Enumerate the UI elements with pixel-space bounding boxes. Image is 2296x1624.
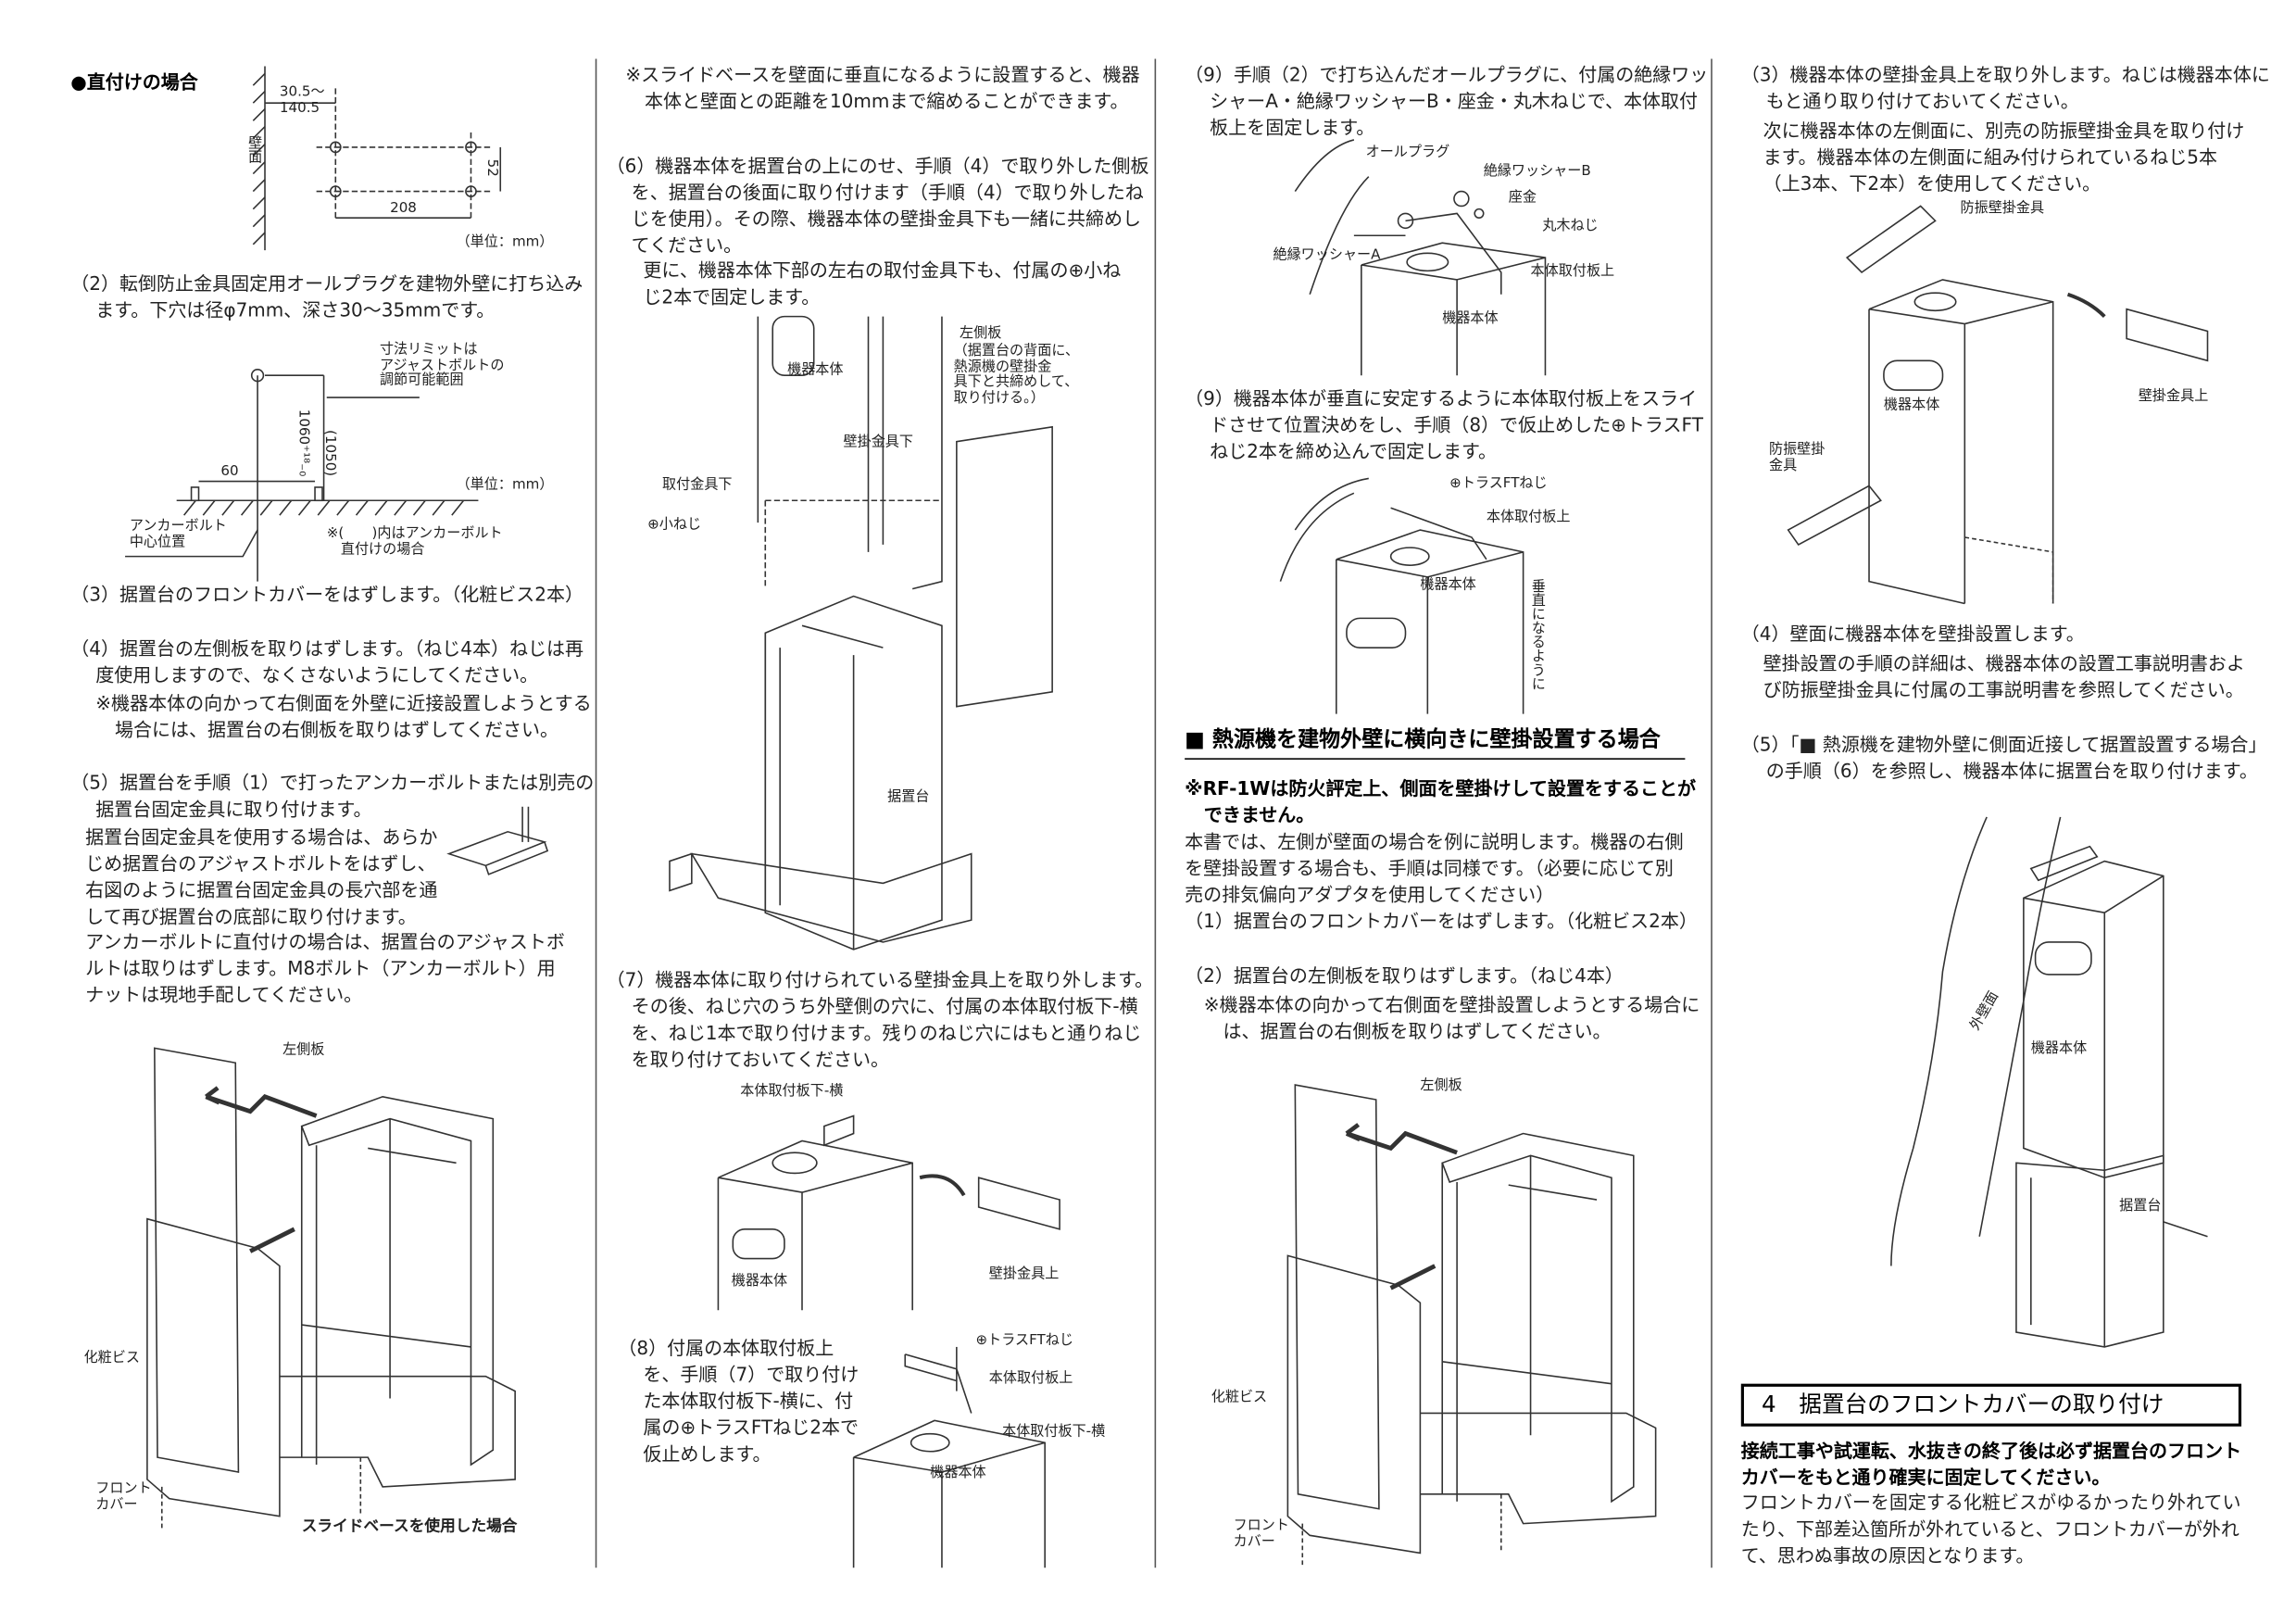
dim-offset-label: 30.5～ 140.5 [279,83,325,116]
front-cover-label: フロント カバー [95,1480,152,1513]
step-1: （1）据置台のフロントカバーをはずします。（化粧ビス2本） [1185,910,1698,932]
plate-temp-fix-diagram [852,1346,1046,1568]
left-panel-label: 左側板 [960,325,1002,342]
step-5: （5）据置台を手順（1）で打ったアンカーボルトまたは別売の据置台固定金具に取り付… [70,771,595,821]
plate-final-fix-diagram [1279,477,1524,714]
stand-fixing-bracket [446,806,549,875]
step-9b: （9）機器本体が垂直に安定するように本体取付板上をスライドさせて位置決めをし、手… [1185,386,1703,462]
unit-label-5: 機器本体 [2030,1040,2088,1057]
washer-label: 座金 [1508,189,1537,207]
step-5-para-1: 据置台固定金具を使用する場合は、あらかじめ据置台のアジャストボルトをはずし、右図… [85,825,438,928]
anchor-bolt-diagram [125,369,479,582]
slide-base-caption: スライドベースを使用した場合 [301,1517,518,1536]
wood-screw-label: 丸木ねじ [1542,218,1599,234]
plate-upper-label-9b: 本体取付板上 [1486,509,1571,526]
washer-b-label: 絶縁ワッシャーB [1483,163,1591,180]
wall-bracket-upper-label: 壁掛金具上 [2138,388,2209,405]
vib-bracket-label: 防振壁掛金具 [1960,200,2045,217]
unit-label-2: （単位：mm） [456,476,554,494]
unit-label-9b: 機器本体 [1420,576,1476,594]
screw-label: 化粧ビス [1211,1390,1268,1406]
dim-width-label: 208 [390,200,417,217]
step-6-para: 更に、機器本体下部の左右の取付金具下も、付属の⊕小ねじ2本で固定します。 [643,258,1122,308]
wall-bracket-lower-label: 壁掛金具下 [843,434,913,451]
stand-slide-base-diagram [146,1047,516,1531]
mount-bracket-lower-label: 取付金具下 [662,476,733,494]
vertical-note: 垂直になるように [1528,578,1545,691]
step-8: （8）付属の本体取付板上を、手順（7）で取り付けた本体取付板下-横に、付属の⊕ト… [618,1336,859,1466]
unit-label: 機器本体 [787,361,844,379]
small-screw-label: ⊕小ねじ [647,516,702,534]
slide-base-note: ※スライドベースを壁面に垂直になるように設置すると、機器本体と壁面との距離を10… [625,63,1140,112]
unit-label: （単位：mm） [456,233,554,251]
section-heading-side-wall: ■ 熱源機を建物外壁に横向きに壁掛設置する場合 [1185,727,1686,760]
step-3: （3）据置台のフロントカバーをはずします。（化粧ビス2本） [70,583,584,606]
step-2: （2）転倒防止金具固定用オールプラグを建物外壁に打ち込みます。下穴は径φ7mm、… [70,271,583,321]
left-panel-label: 左側板 [282,1042,325,1059]
rf-1w-note: ※RF-1Wは防火評定上、側面を壁掛けして設置をすることができません。 [1185,776,1697,826]
dim-1050: (1050) [321,429,338,477]
step-2-note: ※機器本体の向かって右側面を壁掛設置しようとする場合には、据置台の右側板を取りは… [1203,993,1700,1043]
step-7: （7）機器本体に取り付けられている壁掛金具上を取り外します。その後、ねじ穴のうち… [606,968,1154,1071]
truss-screw-label: ⊕トラスFTねじ [1449,475,1548,492]
left-panel-note: （据置台の背面に、 熱源機の壁掛金 具下と共締めして、 取り付ける。） [953,343,1080,406]
plate-upper-label: 本体取付板上 [988,1370,1073,1387]
dim-60: 60 [220,463,239,481]
left-panel-label: 左側板 [1420,1077,1462,1094]
step-4: （4）据置台の左側板を取りはずします。（ねじ4本）ねじは再度使用しますので、なく… [70,637,584,686]
unit-label-7: 機器本体 [731,1273,788,1290]
column-dividers [595,58,1713,1568]
wall-label: 壁面 [245,135,262,164]
limit-note: 寸法リミットは アジャストボルトの 調節可能範囲 [379,341,505,389]
step-4-note: ※機器本体の向かって右側面を外壁に近接設置しようとする場合には、据置台の右側板を… [95,691,592,741]
plate-upper-label: 本体取付板上 [1530,263,1615,280]
unit-label: 機器本体 [1883,397,1940,414]
plate-lower-side-label: 本体取付板下-横 [740,1083,844,1100]
warning-text: 接続工事や試運転、水抜きの終了後は必ず据置台のフロントカバーをもと通り確実に固定… [1740,1440,2242,1489]
unit-label-8: 機器本体 [930,1465,986,1481]
screw-label: 化粧ビス [83,1350,140,1366]
plate-lower-side-label-8: 本体取付板下-横 [1002,1423,1106,1441]
dim-1060: 1060⁺¹⁸₋₀ [295,409,312,477]
step-4: （4）壁面に機器本体を壁掛設置します。 [1740,623,2085,645]
unit-on-stand-diagram [669,315,1053,950]
step-3-para: 次に機器本体の左側面に、別売の防振壁掛金具を取り付けます。機器本体の左側面に組み… [1763,119,2245,195]
wall-bracket-removal-diagram [717,1114,1060,1311]
unit-label: 機器本体 [1442,310,1499,327]
section-title-front-cover: 4 据置台のフロントカバーの取り付け [1740,1383,2242,1427]
stand-label: 据置台 [2119,1198,2162,1215]
direct-mount-title: ●直付けの場合 [70,70,198,94]
plug-fixing-diagram [1294,139,1547,376]
step-4-para: 壁掛設置の手順の詳細は、機器本体の設置工事説明書および防振壁掛金具に付属の工事説… [1763,651,2245,701]
body-text: フロントカバーを固定する化粧ビスがゆるかったり外れていたり、下部差込箇所が外れて… [1740,1491,2241,1567]
step-5-para-2: アンカーボルトに直付けの場合は、据置台のアジャストボルトは取りはずします。M8ボ… [85,930,565,1006]
stand-label: 据置台 [887,788,930,806]
step-2: （2）据置台の左側板を取りはずします。（ねじ4本） [1185,963,1624,987]
dim-height-label: 52 [483,158,500,177]
vib-bracket-lower-label: 防振壁掛 金具 [1768,441,1826,473]
wall-mounted-with-stand-diagram [1890,816,2208,1348]
step-6: （6）機器本体を据置台の上にのせ、手順（4）で取り外した側板を、据置台の後面に取… [606,154,1149,257]
step-9a: （9）手順（2）で打ち込んだオールプラグに、付属の絶縁ワッシャーA・絶縁ワッシャ… [1185,63,1709,139]
front-cover-label: フロント カバー [1233,1517,1289,1550]
washer-a-label: 絶縁ワッシャーA [1273,246,1381,264]
step-3: （3）機器本体の壁掛金具上を取り外します。ねじは機器本体にもと通り取り付けておい… [1740,63,2270,112]
truss-screw-label: ⊕トラスFTねじ [975,1332,1073,1349]
anchor-center-label: アンカーボルト 中心位置 [129,518,227,550]
intro-para: 本書では、左側が壁面の場合を例に説明します。機器の右側を壁掛設置する場合も、手順… [1185,830,1684,906]
plug-label: オールプラグ [1365,144,1450,161]
step-5: （5）「■ 熱源機を建物外壁に側面近接して据置設置する場合」の手順（6）を参照し… [1740,733,2267,782]
wall-bracket-upper-label: 壁掛金具上 [988,1265,1060,1283]
wall-hole-diagram [252,66,502,251]
paren-note: ※( )内はアンカーボルト 直付けの場合 [326,525,503,558]
vibration-bracket-diagram [1787,205,2209,605]
